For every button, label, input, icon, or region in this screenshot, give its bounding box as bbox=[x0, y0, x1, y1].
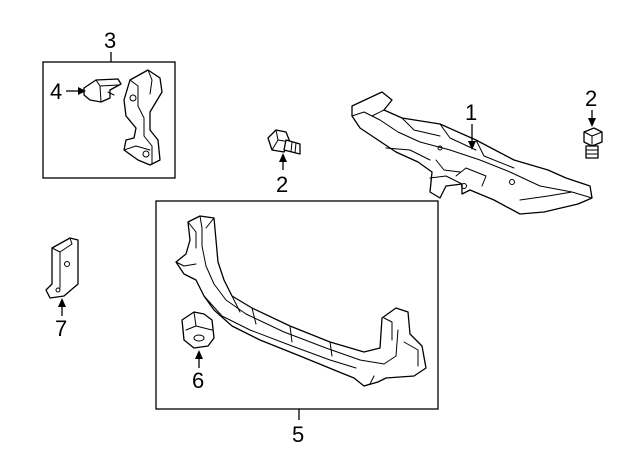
part-2-right-callout: 2 bbox=[585, 86, 597, 111]
part-1-arrow bbox=[468, 141, 476, 150]
part-2-bolt-center bbox=[267, 129, 301, 155]
part-2-right-arrow bbox=[588, 118, 596, 127]
part-5-frame bbox=[155, 200, 439, 410]
part-3-bracket bbox=[123, 69, 163, 166]
part-7-bracket bbox=[45, 237, 79, 299]
part-2-center-callout: 2 bbox=[276, 172, 288, 197]
part-5-lower-support bbox=[175, 215, 427, 387]
part-6-bracket bbox=[181, 311, 215, 349]
part-1-upper-support bbox=[351, 91, 593, 215]
part-7-callout: 7 bbox=[55, 316, 67, 341]
part-4-clip bbox=[83, 78, 122, 103]
part-4-arrow bbox=[78, 87, 86, 95]
part-2-bolt-right bbox=[583, 127, 603, 159]
part-3-frame bbox=[42, 61, 176, 179]
part-5-callout: 5 bbox=[292, 422, 304, 447]
part-3-group: 3 4 bbox=[42, 28, 176, 179]
part-1-callout: 1 bbox=[465, 100, 477, 125]
part-3-callout: 3 bbox=[104, 28, 116, 53]
part-4-callout: 4 bbox=[50, 79, 62, 104]
part-6-callout: 6 bbox=[192, 368, 204, 393]
part-2-center-arrow bbox=[279, 153, 287, 162]
part-6-arrow bbox=[195, 350, 203, 359]
part-7-arrow bbox=[58, 298, 66, 307]
part-5-group: 5 6 bbox=[155, 200, 439, 447]
